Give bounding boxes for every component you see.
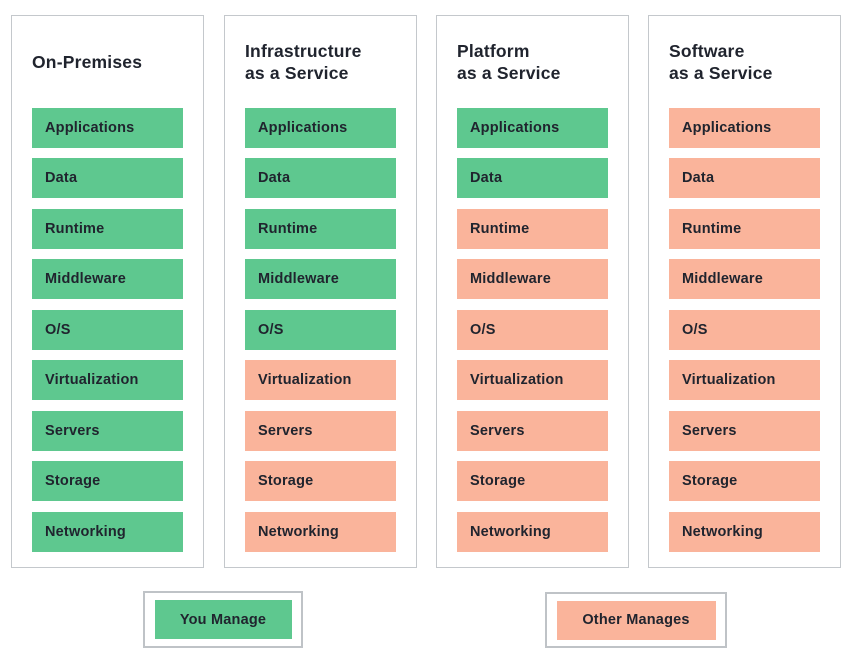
layer-cell-data: Data <box>457 158 608 198</box>
column-title: Infrastructure as a Service <box>245 40 362 83</box>
layer-cell-o-s: O/S <box>457 309 608 350</box>
column-title-area: Infrastructure as a Service <box>245 16 396 108</box>
layer-cell-servers: Servers <box>457 410 608 451</box>
layer-cell-middleware: Middleware <box>32 259 183 299</box>
layer-cell-virtualization: Virtualization <box>457 360 608 400</box>
layer-cell-servers: Servers <box>669 410 820 451</box>
layer-cell-applications: Applications <box>669 107 820 148</box>
legend-you-manage: You Manage <box>143 591 303 648</box>
layer-cell-virtualization: Virtualization <box>32 360 183 400</box>
legend-other-manages-chip: Other Manages <box>556 600 716 640</box>
legend-you-manage-chip: You Manage <box>154 600 292 639</box>
layer-cell-o-s: O/S <box>32 309 183 350</box>
layer-cell-data: Data <box>32 158 183 198</box>
layer-cell-data: Data <box>669 158 820 198</box>
layer-cell-middleware: Middleware <box>669 259 820 299</box>
layer-cell-o-s: O/S <box>669 309 820 350</box>
layer-cell-middleware: Middleware <box>457 259 608 299</box>
layer-cell-storage: Storage <box>457 461 608 501</box>
layer-cell-networking: Networking <box>32 511 183 552</box>
layer-cell-o-s: O/S <box>245 309 396 350</box>
layer-cell-applications: Applications <box>457 107 608 148</box>
layer-cell-storage: Storage <box>32 461 183 501</box>
column-title-area: On-Premises <box>32 16 183 108</box>
layer-cell-runtime: Runtime <box>245 208 396 249</box>
layer-cell-runtime: Runtime <box>457 208 608 249</box>
column-infrastructure-as-a-service: Infrastructure as a Service Applications… <box>224 15 417 568</box>
layer-cell-servers: Servers <box>245 410 396 451</box>
layer-cell-virtualization: Virtualization <box>245 360 396 400</box>
column-title: Platform as a Service <box>457 40 561 83</box>
column-title-area: Platform as a Service <box>457 16 608 108</box>
layer-cell-networking: Networking <box>245 511 396 552</box>
layer-cell-networking: Networking <box>669 511 820 552</box>
layer-cell-storage: Storage <box>669 461 820 501</box>
column-title: Software as a Service <box>669 40 773 83</box>
layer-cell-applications: Applications <box>245 107 396 148</box>
layer-cell-networking: Networking <box>457 511 608 552</box>
legend-other-manages: Other Manages <box>545 592 727 648</box>
layer-cell-virtualization: Virtualization <box>669 360 820 400</box>
column-title-area: Software as a Service <box>669 16 820 108</box>
layer-cell-servers: Servers <box>32 410 183 451</box>
layer-cell-applications: Applications <box>32 107 183 148</box>
layer-cell-data: Data <box>245 158 396 198</box>
layer-cell-runtime: Runtime <box>32 208 183 249</box>
layer-cell-storage: Storage <box>245 461 396 501</box>
column-title: On-Premises <box>32 51 143 72</box>
layer-cell-middleware: Middleware <box>245 259 396 299</box>
layer-cell-runtime: Runtime <box>669 208 820 249</box>
